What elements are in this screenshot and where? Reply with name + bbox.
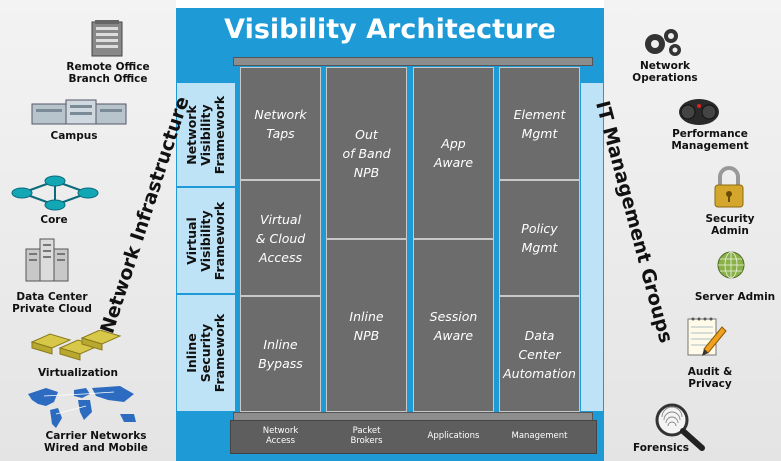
gauge-icon xyxy=(679,99,719,125)
left-item-carrier-networks-label: Carrier Networks Wired and Mobile xyxy=(44,430,148,454)
gears-icon xyxy=(645,29,681,56)
left-item-remote-office-label: Remote Office Branch Office xyxy=(66,61,150,85)
world-map-icon xyxy=(28,386,136,428)
magnifier-fingerprint-icon xyxy=(655,403,705,451)
virtual-servers-icon xyxy=(30,330,122,361)
right-item-audit-privacy-label: Audit & Privacy xyxy=(687,366,733,390)
campus-buildings-icon xyxy=(31,99,127,125)
cell-policy-mgmt: Policy Mgmt xyxy=(499,180,580,296)
cell-out-of-band-npb: Out of Band NPB xyxy=(326,67,407,239)
globe-icon xyxy=(717,251,745,279)
right-item-performance-management-label: Performance Management xyxy=(671,128,749,152)
server-racks-icon xyxy=(25,238,69,282)
right-item-network-operations-label: Network Operations xyxy=(632,60,698,84)
cell-inline-bypass: Inline Bypass xyxy=(240,296,321,412)
cell-inline-npb: Inline NPB xyxy=(326,239,407,412)
cell-network-taps: Network Taps xyxy=(240,67,321,180)
left-item-virtualization-label: Virtualization xyxy=(37,367,118,379)
cell-data-center-automation: Data Center Automation xyxy=(499,296,580,412)
base-bar xyxy=(230,420,597,454)
left-item-data-center-label: Data Center Private Cloud xyxy=(12,291,92,315)
base-label-management: Management xyxy=(511,431,568,441)
base-label-packet-brokers: Packet Brokers xyxy=(350,426,383,446)
cell-virtual-cloud-access: Virtual & Cloud Access xyxy=(240,180,321,296)
right-side-strip xyxy=(580,82,604,412)
right-item-server-admin-label: Server Admin xyxy=(694,291,776,303)
framework-virtual-visibility: Virtual Visibility Framework xyxy=(176,187,236,294)
padlock-icon xyxy=(714,166,744,208)
cell-element-mgmt: Element Mgmt xyxy=(499,67,580,180)
left-panel xyxy=(0,0,176,461)
framework-network-visibility: Network Visibility Framework xyxy=(176,82,236,187)
framework-inline-security: Inline Security Framework xyxy=(176,294,236,412)
left-item-core-label: Core xyxy=(40,214,68,226)
diagram-title: Visibility Architecture xyxy=(224,14,556,45)
top-shelf xyxy=(233,57,593,66)
notepad-pencil-icon xyxy=(687,317,727,356)
core-network-icon xyxy=(11,175,99,211)
left-item-campus-label: Campus xyxy=(50,130,98,142)
right-item-forensics-label: Forensics xyxy=(632,442,690,454)
cell-session-aware: Session Aware xyxy=(413,239,494,412)
office-building-icon xyxy=(91,20,123,57)
right-panel xyxy=(604,0,781,461)
right-item-security-admin-label: Security Admin xyxy=(705,213,755,237)
base-label-network-access: Network Access xyxy=(262,426,299,446)
cell-app-aware: App Aware xyxy=(413,67,494,239)
base-label-applications: Applications xyxy=(427,431,480,441)
